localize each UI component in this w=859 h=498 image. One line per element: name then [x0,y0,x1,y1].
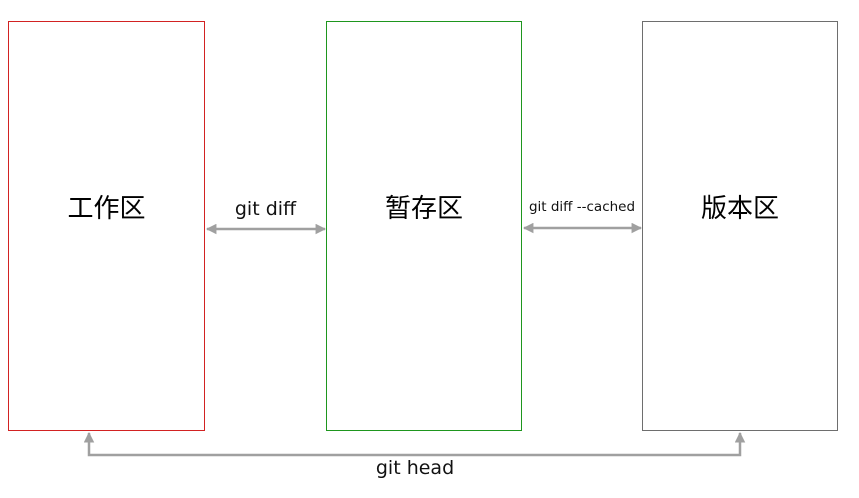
node-working-directory: 工作区 [8,21,205,431]
node-working-directory-label: 工作区 [67,194,146,224]
edge-working-repository-arrow [83,431,746,457]
edge-label-git-head: git head [375,457,455,479]
node-staging-area-label: 暂存区 [384,194,463,224]
node-repository: 版本区 [642,21,838,431]
node-staging-area: 暂存区 [326,21,522,431]
edge-label-git-diff: git diff [234,198,297,220]
edge-label-git-diff-cached: git diff --cached [528,199,636,215]
node-repository-label: 版本区 [700,194,779,224]
